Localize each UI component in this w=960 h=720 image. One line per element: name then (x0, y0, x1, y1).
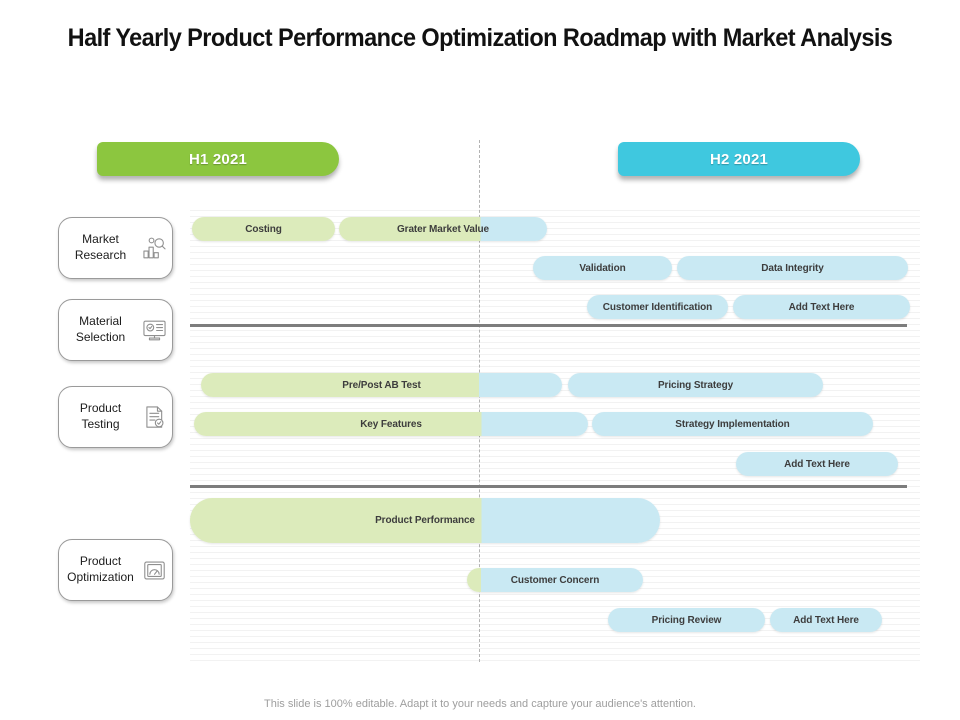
bar-grater-market-value: Grater Market Value (339, 217, 547, 241)
bar-add-text-here: Add Text Here (736, 452, 898, 476)
h1-2021-label: H1 2021 (188, 150, 248, 168)
category-market-research: Market Research (58, 217, 173, 279)
bar-strategy-implementation: Strategy Implementation (592, 412, 873, 436)
footer-note: This slide is 100% editable. Adapt it to… (264, 698, 696, 710)
product-testing-icon (146, 405, 164, 428)
bar-costing: Costing (192, 217, 335, 241)
market-research-icon (143, 237, 166, 258)
bar-customer-concern: Customer Concern (467, 568, 643, 592)
h1-2021-header-pill: H1 2021 (97, 142, 339, 176)
section-divider-2 (190, 485, 907, 488)
category-label: Product Optimization (67, 554, 134, 584)
material-selection-icon (143, 320, 166, 340)
bar-pricing-review: Pricing Review (608, 608, 765, 632)
category-label: Market Research (74, 232, 127, 262)
product-optimization-icon (144, 561, 165, 579)
bar-product-performance: Product Performance (190, 498, 660, 543)
bar-pre-post-ab-test: Pre/Post AB Test (201, 373, 562, 397)
h2-2021-label: H2 2021 (709, 150, 769, 168)
category-label: Product Testing (79, 401, 122, 431)
bar-key-features: Key Features (194, 412, 588, 436)
category-material-selection: Material Selection (58, 299, 173, 361)
category-label: Material Selection (75, 314, 126, 344)
page-title: Half Yearly Product Performance Optimiza… (67, 24, 893, 52)
section-divider-1 (190, 324, 907, 327)
half-year-divider-dashed-line (479, 140, 480, 662)
bar-validation: Validation (533, 256, 672, 280)
category-product-optimization: Product Optimization (58, 539, 173, 601)
bar-customer-identification: Customer Identification (587, 295, 728, 319)
bar-data-integrity: Data Integrity (677, 256, 908, 280)
bar-add-text-here: Add Text Here (770, 608, 882, 632)
bar-pricing-strategy: Pricing Strategy (568, 373, 823, 397)
bar-add-text-here: Add Text Here (733, 295, 910, 319)
h2-2021-header-pill: H2 2021 (618, 142, 860, 176)
category-product-testing: Product Testing (58, 386, 173, 448)
